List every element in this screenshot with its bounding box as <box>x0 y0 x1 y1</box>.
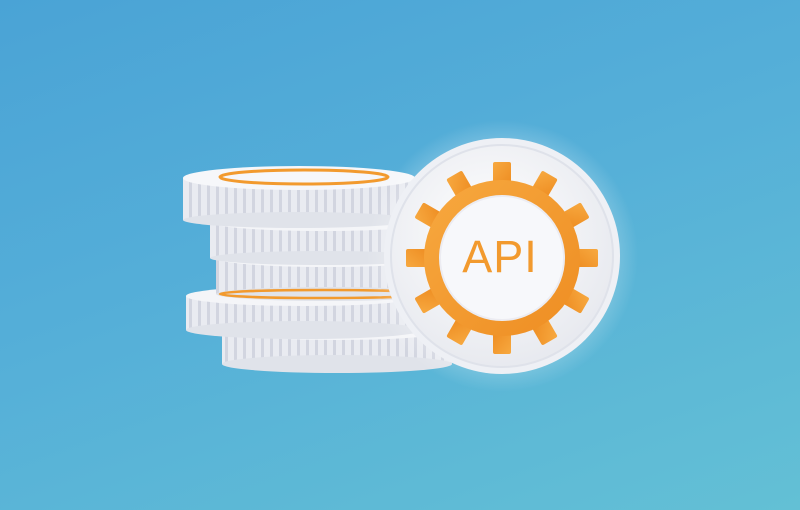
api-coin <box>366 120 638 392</box>
gear-icon <box>406 162 598 354</box>
api-label: API <box>462 231 538 282</box>
